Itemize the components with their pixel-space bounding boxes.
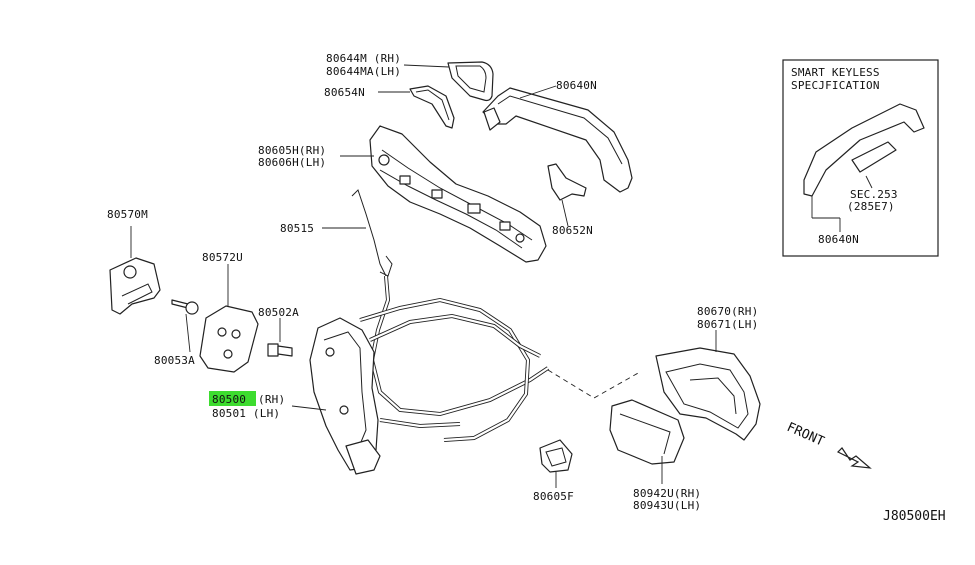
front-direction-indicator: FRONT — [784, 420, 872, 469]
front-label: FRONT — [784, 420, 826, 450]
handle-bracket-part — [340, 125, 547, 263]
callout-80570m: 80570M — [107, 208, 148, 221]
callout-80670: 80670(RH) — [697, 305, 758, 318]
cover-plate-part — [199, 264, 259, 373]
drawing-code: J80500EH — [883, 509, 946, 524]
inset-sensor-drawing — [851, 141, 897, 173]
highlight-80500 — [209, 391, 256, 406]
callout-80943u: 80943U(LH) — [633, 499, 701, 512]
callout-80605h: 80605H(RH) — [258, 144, 326, 157]
callout-80671: 80671(LH) — [697, 318, 758, 331]
handle-cap-part — [403, 61, 494, 102]
callout-80515: 80515 — [280, 222, 314, 235]
handle-gasket-part — [378, 85, 455, 129]
callout-80942u: 80942U(RH) — [633, 487, 701, 500]
inset-title-line2: SPECJFICATION — [791, 79, 880, 92]
inside-handle-part — [655, 330, 761, 441]
callout-80572u: 80572U — [202, 251, 243, 264]
callout-80502a: 80502A — [258, 306, 299, 319]
callout-80605f: 80605F — [533, 490, 574, 503]
callout-80053a: 80053A — [154, 354, 195, 367]
cable-clip-part — [539, 439, 573, 488]
front-arrow-icon — [836, 447, 872, 469]
inset-sec-line1: SEC.253 — [850, 188, 898, 201]
callout-80500-number: 80500 — [212, 393, 246, 406]
door-lock-actuator-part — [291, 317, 381, 475]
escutcheon-part — [609, 399, 685, 484]
door-cables — [359, 275, 641, 442]
lock-protector-part — [109, 226, 161, 315]
bolt-part — [267, 318, 293, 357]
screw-part — [171, 299, 199, 353]
lock-rod-part — [322, 189, 393, 277]
callout-80640n: 80640N — [556, 79, 597, 92]
inset-sec-line2: (285E7) — [847, 200, 895, 213]
callout-80652n: 80652N — [552, 224, 593, 237]
smart-keyless-inset: SMART KEYLESS SPECJFICATION SEC.253 (285… — [782, 59, 939, 257]
callout-80500-side: (RH) — [258, 393, 285, 406]
rod-clip-part — [547, 163, 587, 227]
callout-80644ma: 80644MA(LH) — [326, 65, 401, 78]
outside-handle-part — [482, 85, 633, 193]
callout-80501: 80501 (LH) — [212, 407, 280, 420]
callout-80654n: 80654N — [324, 86, 365, 99]
inset-part-label: 80640N — [818, 233, 859, 246]
inset-title-line1: SMART KEYLESS — [791, 66, 880, 79]
callout-80606h: 80606H(LH) — [258, 156, 326, 169]
callout-80644m: 80644M (RH) — [326, 52, 401, 65]
